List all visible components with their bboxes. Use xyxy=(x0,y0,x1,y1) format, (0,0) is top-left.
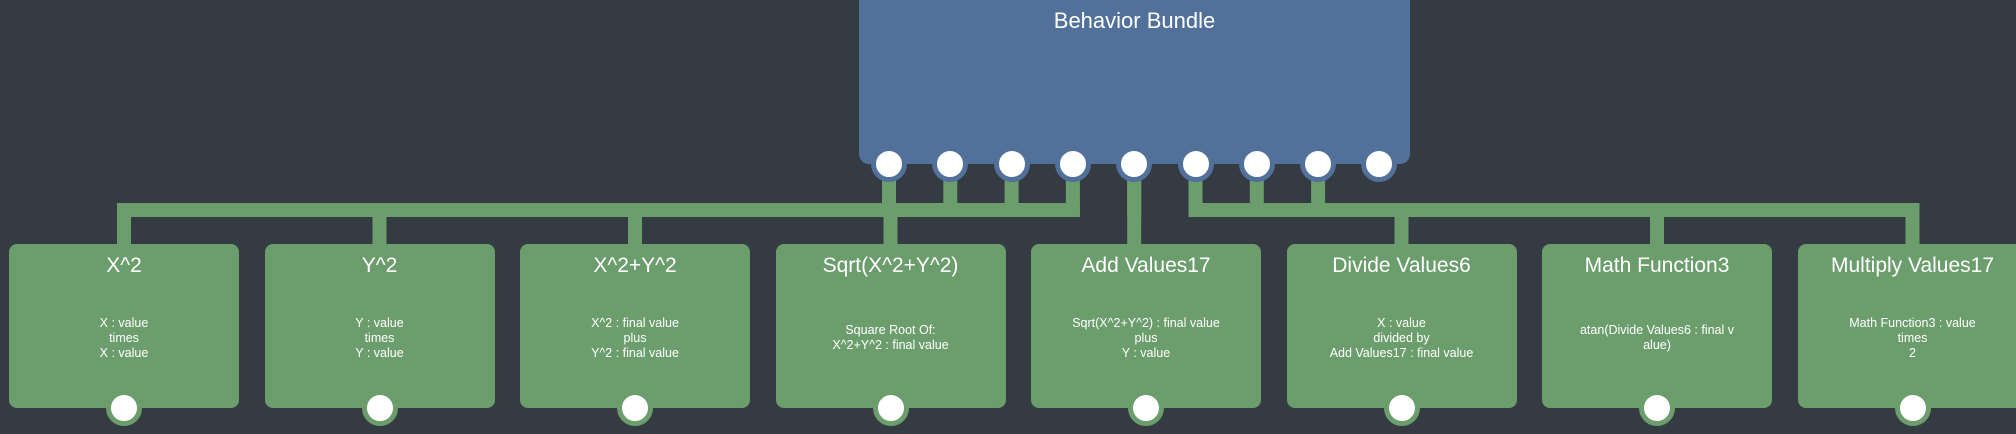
node-description-line: Add Values17 : final value xyxy=(1329,345,1474,360)
node-description-line: divided by xyxy=(1373,330,1430,345)
node-description-line: times xyxy=(109,330,139,345)
node-description-line: alue) xyxy=(1643,338,1671,352)
node-description-line: Y^2 : final value xyxy=(591,345,679,360)
node-input-wire xyxy=(372,203,387,244)
behavior-node[interactable]: Sqrt(X^2+Y^2) Square Root Of:X^2+Y^2 : fi… xyxy=(775,244,1006,426)
node-output-port[interactable] xyxy=(1128,390,1164,426)
node-description-line: 2 xyxy=(1909,345,1916,360)
behavior-bundle-node[interactable]: Behavior Bundle xyxy=(859,0,1410,164)
node-input-wire xyxy=(628,203,642,244)
node-description-line: plus xyxy=(1134,330,1158,345)
node-description-line: X : value xyxy=(99,345,149,360)
node-description-line: Y : value xyxy=(1121,345,1171,360)
bundle-output-port[interactable] xyxy=(932,146,969,182)
node-title: Sqrt(X^2+Y^2) xyxy=(822,254,959,277)
node-input-wire xyxy=(117,203,131,244)
node-description: Square Root Of:X^2+Y^2 : final value xyxy=(784,310,998,366)
node-input-wire xyxy=(1394,203,1409,244)
node-output-port[interactable] xyxy=(106,390,142,426)
bundle-output-port[interactable] xyxy=(1116,146,1153,182)
bundle-output-port[interactable] xyxy=(1361,146,1398,182)
node-title: Add Values17 xyxy=(1081,254,1211,277)
node-description-line: Y : value xyxy=(355,315,404,330)
bundle-output-port[interactable] xyxy=(871,146,907,182)
node-output-port[interactable] xyxy=(361,390,398,426)
node-title: X^2 xyxy=(106,254,142,277)
node-title: X^2+Y^2 xyxy=(593,254,677,277)
node-title: Multiply Values17 xyxy=(1830,254,1995,277)
node-output-port[interactable] xyxy=(872,390,909,426)
node-output-port[interactable] xyxy=(1383,390,1420,426)
bundle-output-port[interactable] xyxy=(993,146,1030,182)
node-input-wire xyxy=(1650,203,1664,244)
node-description-line: times xyxy=(364,330,395,345)
node-description-line: X^2+Y^2 : final value xyxy=(832,338,949,352)
node-description-line: times xyxy=(1897,330,1928,345)
left-bus-wire xyxy=(117,203,1080,217)
node-description-line: atan(Divide Values6 : final v xyxy=(1579,323,1735,337)
node-title: Math Function3 xyxy=(1584,254,1730,277)
node-description-line: Math Function3 : value xyxy=(1849,315,1976,330)
node-description-line: X : value xyxy=(1377,315,1426,330)
node-description-line: plus xyxy=(623,330,647,345)
node-title: Divide Values6 xyxy=(1332,254,1471,277)
bundle-output-port[interactable] xyxy=(1054,146,1091,182)
node-input-wire xyxy=(1127,164,1142,244)
node-description-line: X : value xyxy=(99,315,149,330)
node-description-line: Y : value xyxy=(355,345,404,360)
bundle-output-port[interactable] xyxy=(1177,146,1214,182)
node-input-wire xyxy=(1905,203,1920,244)
bundle-output-port[interactable] xyxy=(1238,146,1275,182)
behavior-bundle-title: Behavior Bundle xyxy=(1053,8,1216,33)
bundle-output-port[interactable] xyxy=(1300,146,1337,182)
node-input-wire xyxy=(883,203,898,244)
node-output-port[interactable] xyxy=(1639,390,1675,426)
node-description-line: Square Root Of: xyxy=(845,323,936,337)
node-output-port[interactable] xyxy=(617,390,653,426)
node-output-port[interactable] xyxy=(1894,390,1931,426)
node-description-line: Sqrt(X^2+Y^2) : final value xyxy=(1072,315,1220,330)
node-title: Y^2 xyxy=(361,254,398,277)
node-description-line: X^2 : final value xyxy=(591,315,679,330)
behavior-node[interactable]: Math Function3 atan(Divide Values6 : fina… xyxy=(1542,244,1772,426)
right-bus-wire xyxy=(1188,203,1920,217)
